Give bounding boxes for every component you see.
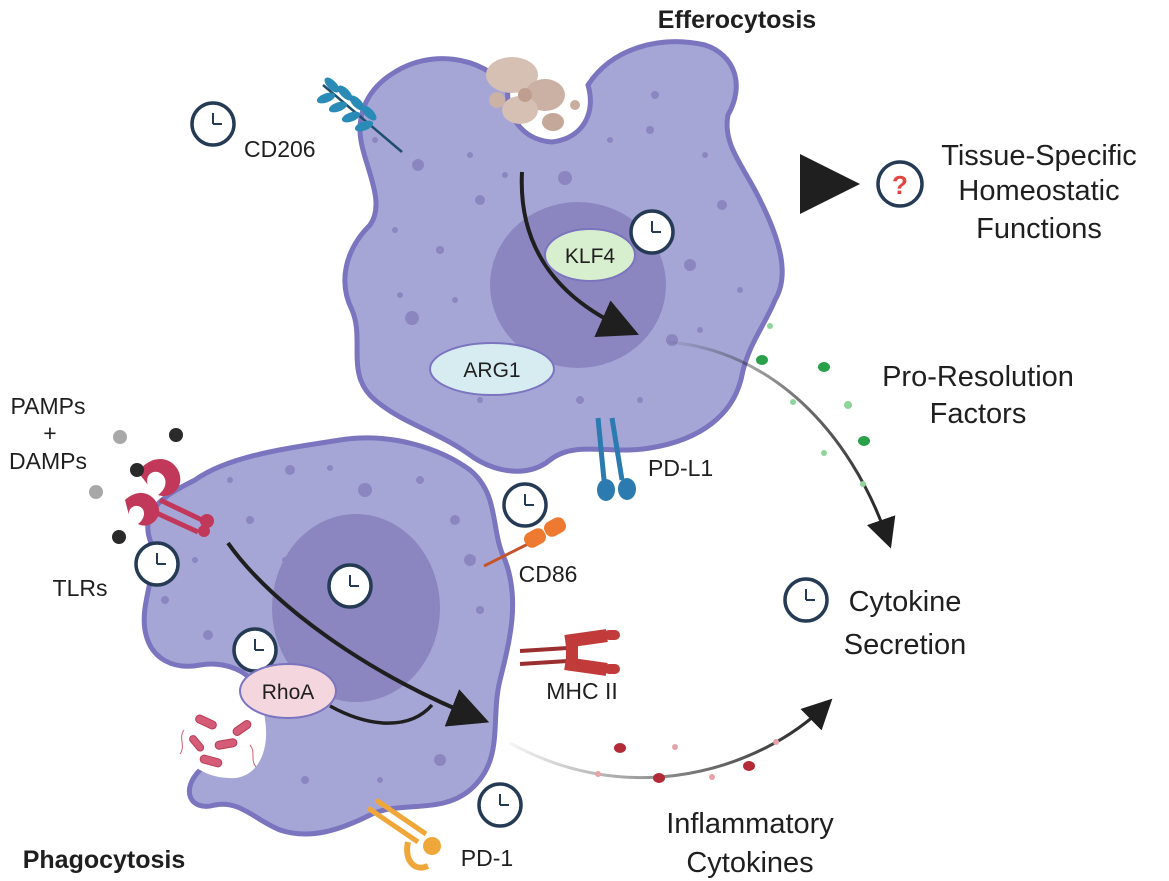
arg1-label: ARG1 <box>463 359 520 382</box>
mhc2-receptor-icon <box>519 629 620 676</box>
cd86-receptor-icon <box>483 517 567 568</box>
damps-label: DAMPs <box>9 448 87 474</box>
cytokine-line1: Cytokine <box>849 586 962 618</box>
inflammatory-line1: Inflammatory <box>666 808 834 840</box>
tissue-line2: Homeostatic <box>958 175 1119 207</box>
cytoplasm-granules <box>372 91 743 404</box>
rhoa-pill <box>239 663 337 719</box>
pd1-label: PD-1 <box>461 845 513 871</box>
clock-icon <box>783 577 829 623</box>
pamps-label: PAMPs <box>11 393 86 419</box>
cd206-label: CD206 <box>244 136 316 162</box>
phagocytosis-cell: RhoA <box>141 435 516 837</box>
cytoplasm-granules <box>161 465 484 784</box>
arg1-pill <box>429 342 555 396</box>
rhoa-label: RhoA <box>262 681 315 704</box>
clock-icon <box>477 782 523 828</box>
cd86-label: CD86 <box>519 561 578 587</box>
efferocytosis-title: Efferocytosis <box>658 6 816 34</box>
phagosome-cavity <box>175 679 267 779</box>
clock-icon <box>190 101 236 147</box>
clock-icon <box>232 627 278 673</box>
cytokine-line2: Secretion <box>844 629 967 661</box>
tlrs-label: TLRs <box>53 575 108 601</box>
mhc2-label: MHC II <box>546 678 618 704</box>
pd1-receptor-icon <box>366 797 441 871</box>
tissue-line3: Functions <box>976 213 1102 245</box>
inflammatory-dots <box>595 739 779 783</box>
rhoa-arrow <box>329 703 434 725</box>
clock-icon <box>629 209 675 255</box>
pdl1-receptor-icon <box>595 417 636 501</box>
phagocytosis-title: Phagocytosis <box>23 846 186 874</box>
inflammatory-line2: Cytokines <box>686 847 813 879</box>
efferocytosis-internal-arrow <box>519 171 639 337</box>
tlr-receptor-icon <box>125 458 214 537</box>
tissue-line1: Tissue-Specific <box>941 140 1137 172</box>
pro-resolution-dots <box>756 323 870 487</box>
pdl1-label: PD-L1 <box>648 455 713 481</box>
apoptotic-body-icon <box>486 57 580 131</box>
clock-icon <box>502 482 548 528</box>
clock-icon <box>327 563 373 609</box>
inflammatory-arrow <box>509 698 833 780</box>
efferocytosis-cell: KLF4 ARG1 <box>342 39 785 474</box>
pamp-damp-particles <box>89 428 183 544</box>
klf4-pill <box>544 228 636 282</box>
clock-icon <box>134 541 180 587</box>
bacteria-icon <box>179 714 257 768</box>
proresolution-line2: Factors <box>930 398 1027 430</box>
klf4-label: KLF4 <box>565 245 616 268</box>
question-mark: ? <box>892 170 908 200</box>
proresolution-line1: Pro-Resolution <box>882 361 1074 393</box>
question-icon: ? <box>876 160 924 208</box>
plus-label: + <box>43 420 56 446</box>
pro-resolution-arrow <box>667 340 896 549</box>
phagocytosis-nucleus <box>272 514 440 702</box>
cd206-receptor-icon <box>316 77 403 153</box>
phagocytosis-internal-arrow <box>226 541 490 727</box>
